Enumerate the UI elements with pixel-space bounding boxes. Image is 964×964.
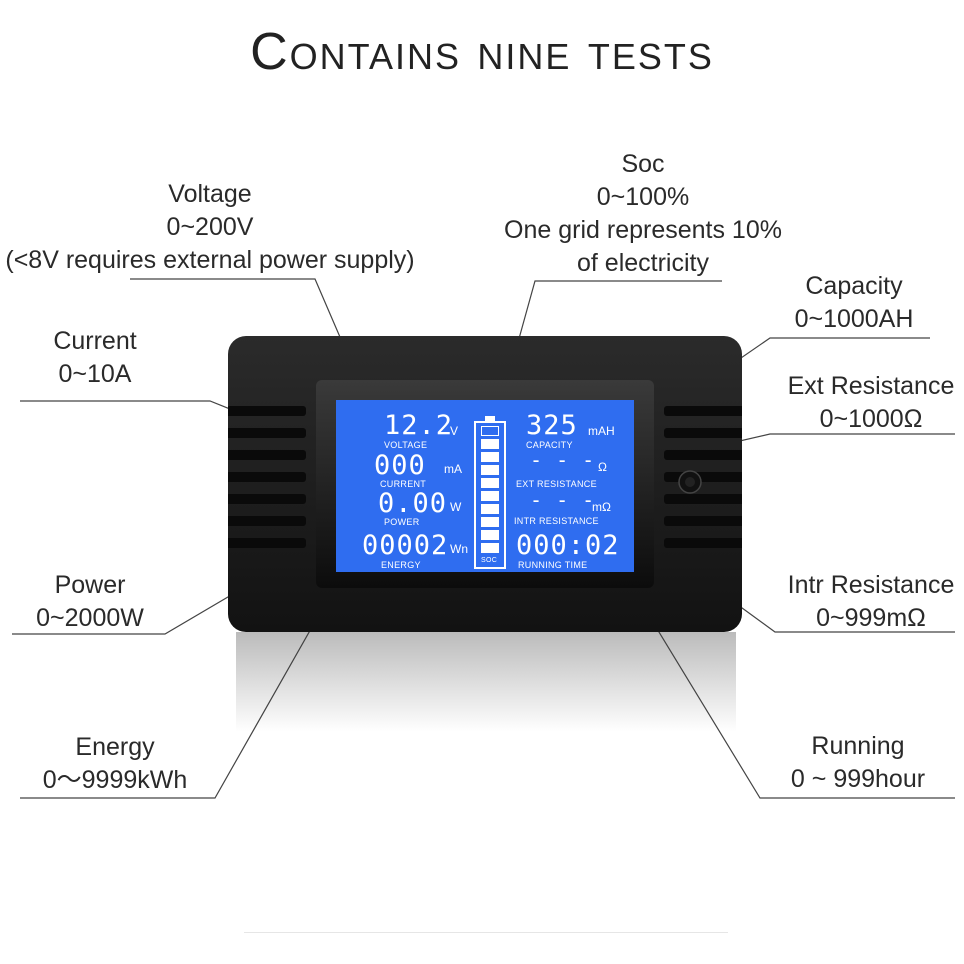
page-title: Contains nine tests bbox=[250, 23, 714, 81]
energy-label-name: Energy bbox=[75, 733, 155, 761]
capacity-label: Capacity 0~1000AH bbox=[774, 270, 934, 336]
power-caption: POWER bbox=[384, 517, 420, 527]
voltage-readout: 12.2 bbox=[384, 410, 454, 441]
intr-resistance-label: Intr Resistance 0~999mΩ bbox=[778, 569, 964, 635]
current-label: Current 0~10A bbox=[30, 325, 160, 391]
ext-resistance-unit: Ω bbox=[598, 460, 607, 474]
voltage-label: Voltage 0~200V (<8V requires external po… bbox=[0, 178, 420, 277]
ext-resistance-label-range: 0~1000Ω bbox=[819, 405, 923, 433]
energy-leader bbox=[20, 559, 351, 799]
running-label-range: 0 ~ 999hour bbox=[790, 765, 926, 793]
intr-resistance-caption: INTR RESISTANCE bbox=[514, 516, 599, 526]
current-label-range: 0~10A bbox=[58, 360, 132, 388]
soc-bar-segment bbox=[481, 491, 499, 501]
power-label: Power 0~2000W bbox=[20, 569, 160, 635]
current-unit: mA bbox=[444, 462, 462, 476]
current-readout: 000 bbox=[374, 450, 426, 481]
capacity-caption: CAPACITY bbox=[526, 440, 573, 450]
running-label-name: Running bbox=[811, 732, 905, 760]
soc-label-name: Soc bbox=[621, 150, 665, 178]
battery-monitor-device: 12.2 V VOLTAGE 000 mA CURRENT 0.00 W POW… bbox=[228, 336, 742, 632]
power-label-name: Power bbox=[54, 571, 126, 599]
ext-resistance-readout: - - - bbox=[530, 448, 596, 472]
capacity-unit: mAH bbox=[588, 424, 615, 438]
ext-resistance-caption: EXT RESISTANCE bbox=[516, 479, 597, 489]
soc-bar-segment bbox=[481, 504, 499, 514]
energy-unit: Wn bbox=[450, 542, 468, 556]
floor-line bbox=[244, 932, 728, 933]
soc-bar-segment bbox=[481, 465, 499, 475]
intr-resistance-label-name: Intr Resistance bbox=[787, 571, 955, 599]
ext-resistance-label-name: Ext Resistance bbox=[787, 372, 955, 400]
soc-label-range: 0~100% bbox=[596, 183, 690, 211]
intr-resistance-readout: - - - bbox=[530, 488, 596, 512]
running-label: Running 0 ~ 999hour bbox=[780, 730, 936, 796]
current-caption: CURRENT bbox=[380, 479, 427, 489]
ext-resistance-label: Ext Resistance 0~1000Ω bbox=[778, 370, 964, 436]
soc-bar-segment bbox=[481, 517, 499, 527]
running-time-caption: RUNNING TIME bbox=[518, 560, 588, 570]
power-readout: 0.00 bbox=[378, 488, 448, 519]
soc-caption: SOC bbox=[481, 557, 498, 564]
energy-label-range: 0～9999kWh bbox=[42, 766, 188, 794]
voltage-label-name: Voltage bbox=[168, 180, 252, 208]
voltage-unit: V bbox=[450, 424, 459, 438]
soc-label: Soc 0~100% One grid represents 10% of el… bbox=[488, 148, 798, 280]
voltage-caption: VOLTAGE bbox=[384, 440, 428, 450]
intr-resistance-label-range: 0~999mΩ bbox=[816, 604, 926, 632]
soc-bar-segment bbox=[481, 543, 499, 553]
soc-bar-segment bbox=[481, 530, 499, 540]
device-reflection bbox=[236, 632, 736, 732]
soc-bar-segment bbox=[481, 478, 499, 488]
soc-bar-segment bbox=[481, 439, 499, 449]
energy-caption: ENERGY bbox=[381, 560, 421, 570]
soc-bar-segment bbox=[481, 426, 499, 436]
capacity-readout: 325 bbox=[526, 410, 578, 441]
soc-bar-segment bbox=[481, 452, 499, 462]
energy-readout: 00002 bbox=[362, 530, 449, 561]
voltage-label-range: 0~200V bbox=[166, 213, 254, 241]
running-leader bbox=[619, 567, 955, 799]
soc-label-note1: One grid represents 10% bbox=[504, 216, 782, 244]
capacity-label-range: 0~1000AH bbox=[794, 305, 914, 333]
voltage-label-note: (<8V requires external power supply) bbox=[5, 246, 415, 274]
power-label-range: 0~2000W bbox=[36, 604, 144, 632]
soc-label-note2: of electricity bbox=[577, 249, 709, 277]
intr-resistance-unit: mΩ bbox=[592, 500, 611, 514]
power-unit: W bbox=[450, 500, 462, 514]
running-time-readout: 000:02 bbox=[516, 530, 620, 561]
current-label-name: Current bbox=[53, 327, 137, 355]
energy-label: Energy 0～9999kWh bbox=[30, 731, 200, 797]
capacity-label-name: Capacity bbox=[805, 272, 903, 300]
